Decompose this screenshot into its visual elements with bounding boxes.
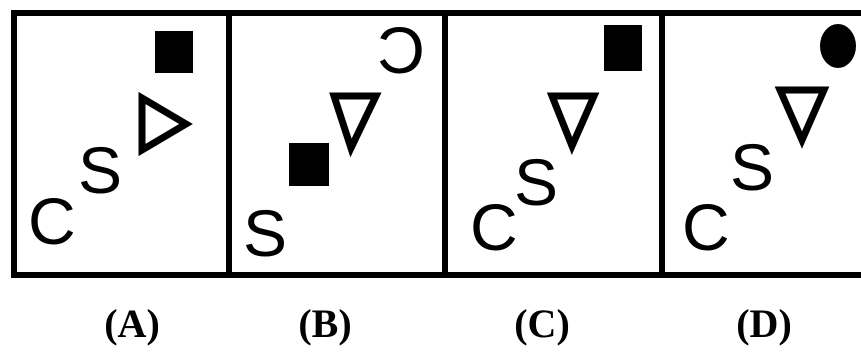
option-label-a[interactable]: (A): [104, 301, 160, 346]
option-label-c[interactable]: (C): [514, 301, 570, 346]
panel-c-glyph-c: C: [470, 190, 518, 264]
panel-a-black-square: [155, 31, 193, 73]
panel-b-glyph-s: S: [243, 196, 287, 270]
panel-d-black-circle: [820, 24, 856, 68]
panel-a-glyph-c: C: [28, 184, 76, 258]
panel-d-glyph-c: C: [682, 190, 730, 264]
panel-c: C S: [470, 25, 642, 264]
panel-a-glyph-s: S: [78, 133, 122, 207]
panel-c-triangle-down: [546, 92, 600, 156]
panel-d: C S: [682, 24, 856, 264]
panel-d-triangle-down: [774, 86, 830, 149]
panel-b-black-square: [289, 143, 329, 186]
option-label-b[interactable]: (B): [298, 301, 352, 346]
panel-a-triangle-right: [138, 91, 193, 157]
panel-a: C S: [28, 31, 193, 258]
panel-b-triangle-down: [329, 92, 382, 158]
panel-d-glyph-s: S: [730, 130, 774, 204]
panel-c-glyph-s: S: [514, 145, 558, 219]
option-label-d[interactable]: (D): [736, 301, 792, 346]
panel-c-black-square: [604, 25, 642, 71]
panel-b: S C: [243, 13, 425, 270]
panel-b-glyph-c-mirrored: C: [377, 13, 425, 87]
